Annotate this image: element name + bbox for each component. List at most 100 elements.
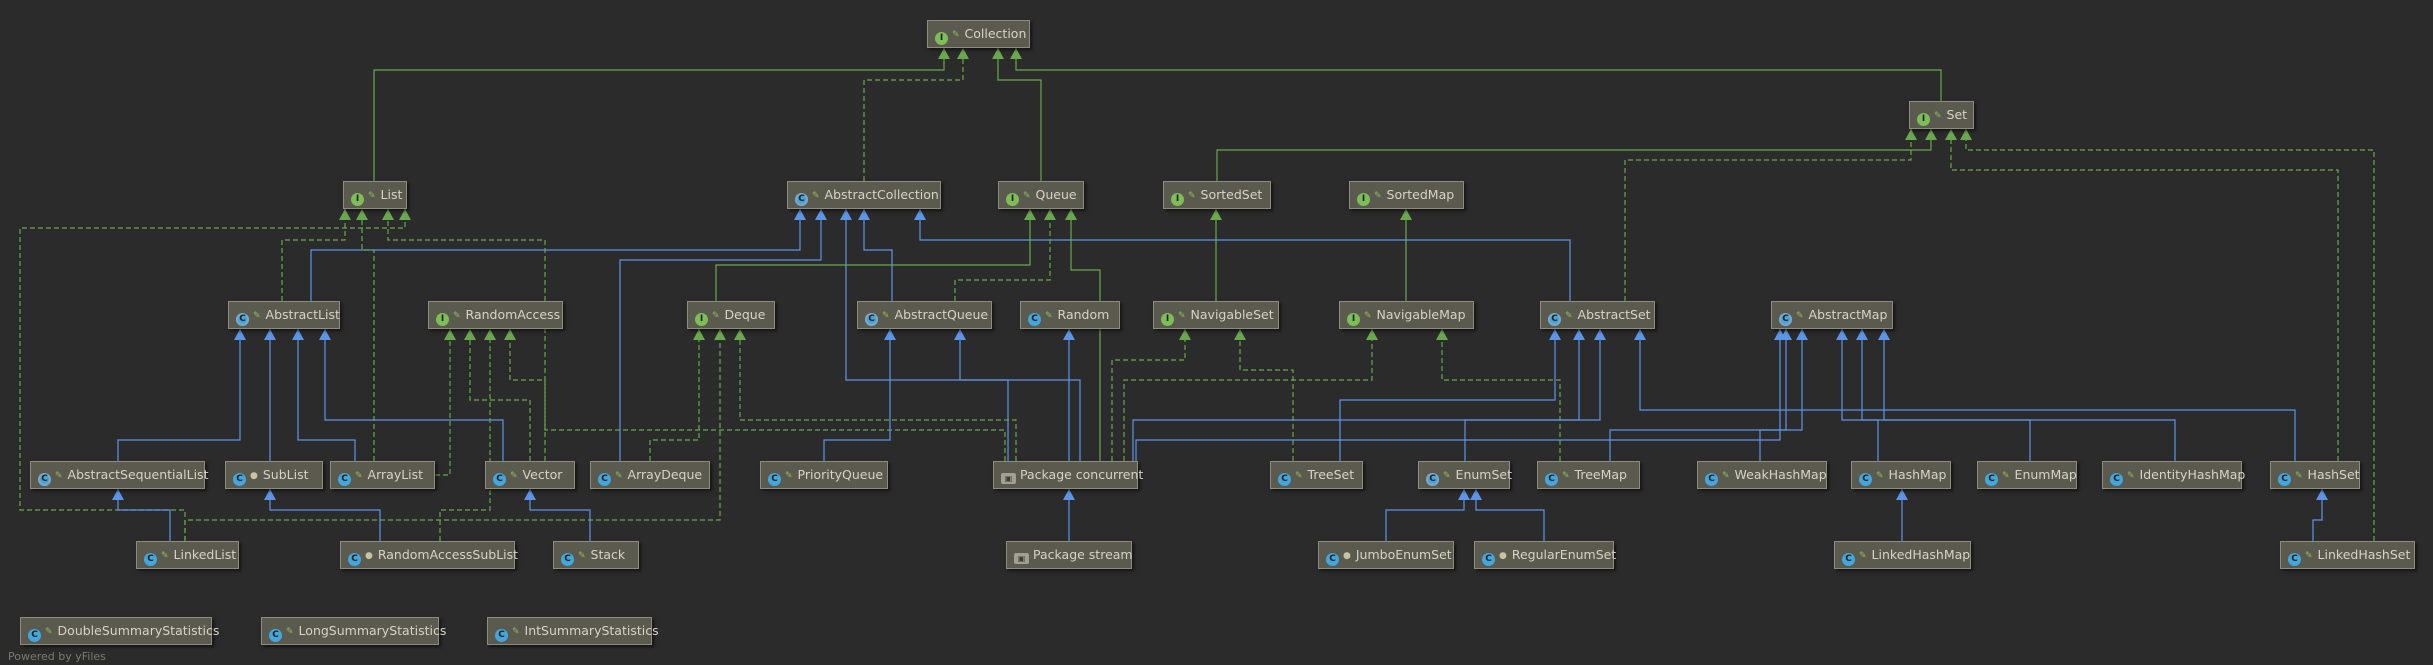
class-icon: C: [28, 629, 41, 642]
node-abstractqueue[interactable]: C✎AbstractQueue: [857, 301, 992, 329]
node-jumboenumset[interactable]: C●JumboEnumSet: [1318, 541, 1454, 569]
node-label: IdentityHashMap: [2139, 467, 2246, 482]
node-pkgstream[interactable]: ▣Package stream: [1006, 541, 1133, 569]
node-label: LinkedHashMap: [1871, 547, 1971, 562]
node-list[interactable]: I✎List: [343, 181, 407, 209]
node-sortedset[interactable]: I✎SortedSet: [1163, 181, 1271, 209]
arrowhead: [992, 48, 1004, 59]
edge-arraylist-to-abstractlist: [292, 329, 356, 461]
node-label: SubList: [262, 467, 309, 482]
node-label: AbstractList: [265, 307, 340, 322]
node-intsummarystatistics[interactable]: C✎IntSummaryStatistics: [487, 617, 659, 645]
class-icon: C: [598, 473, 611, 486]
class-icon: C: [1859, 473, 1872, 486]
node-label: ArrayDeque: [627, 467, 703, 482]
node-abstractsequentiallist[interactable]: C✎AbstractSequentialList: [30, 461, 208, 489]
abstract-icon: C: [795, 193, 808, 206]
edge-linkedhashmap-to-hashmap: [1896, 489, 1908, 541]
node-doublesummarystatistics[interactable]: C✎DoubleSummaryStatistics: [20, 617, 219, 645]
node-label: Deque: [724, 307, 766, 322]
class-icon: C: [768, 473, 781, 486]
node-linkedhashmap[interactable]: C✎LinkedHashMap: [1834, 541, 1971, 569]
edge-randomaccesssublist-to-sublist: [264, 489, 381, 541]
node-label: EnumMap: [2014, 467, 2077, 482]
edge-weakhashmap-to-abstractmap: [1759, 329, 1808, 461]
edge-pkgconcurrent-to-deque: [734, 329, 1017, 461]
node-label: RandomAccess: [465, 307, 561, 322]
interface-icon: I: [1006, 193, 1019, 206]
node-regularenumset[interactable]: C●RegularEnumSet: [1474, 541, 1616, 569]
node-label: Vector: [522, 467, 563, 482]
arrowhead: [234, 329, 246, 340]
edge-arraydeque-to-abstractcollection: [619, 209, 827, 461]
interface-icon: I: [1347, 313, 1360, 326]
node-longsummarystatistics[interactable]: C✎LongSummaryStatistics: [261, 617, 446, 645]
node-sortedmap[interactable]: I✎SortedMap: [1349, 181, 1464, 209]
node-random[interactable]: C✎Random: [1020, 301, 1120, 329]
node-pkgconcurrent[interactable]: ▣Package concurrent: [993, 461, 1143, 489]
node-enummap[interactable]: C✎EnumMap: [1977, 461, 2077, 489]
node-linkedhashset[interactable]: C✎LinkedHashSet: [2280, 541, 2415, 569]
package-private-icon: ●: [365, 551, 373, 561]
node-label: Package stream: [1033, 547, 1133, 562]
edge-sortedset-to-set: [1216, 129, 1937, 181]
node-randomaccess[interactable]: I✎RandomAccess: [428, 301, 563, 329]
node-abstractset[interactable]: C✎AbstractSet: [1540, 301, 1655, 329]
node-abstractcollection[interactable]: C✎AbstractCollection: [787, 181, 941, 209]
node-priorityqueue[interactable]: C✎PriorityQueue: [760, 461, 888, 489]
node-enumset[interactable]: C✎EnumSet: [1418, 461, 1512, 489]
node-abstractlist[interactable]: C✎AbstractList: [228, 301, 340, 329]
node-hashmap[interactable]: C✎HashMap: [1851, 461, 1951, 489]
class-icon: C: [233, 473, 246, 486]
abstract-icon: C: [38, 473, 51, 486]
edge-vector-to-abstractlist: [319, 329, 504, 461]
arrowhead: [1960, 129, 1972, 140]
node-arraylist[interactable]: C✎ArrayList: [330, 461, 435, 489]
edge-abstractlist-to-list: [281, 209, 351, 301]
class-icon: C: [1985, 473, 1998, 486]
public-icon: ✎: [785, 471, 793, 481]
node-treeset[interactable]: C✎TreeSet: [1270, 461, 1363, 489]
node-navigablemap[interactable]: I✎NavigableMap: [1339, 301, 1474, 329]
node-treemap[interactable]: C✎TreeMap: [1537, 461, 1640, 489]
edge-enumset-to-abstractset: [1464, 329, 1585, 461]
node-label: RandomAccessSubList: [377, 547, 519, 562]
arrowhead: [339, 209, 351, 220]
arrowhead: [1878, 329, 1890, 340]
class-icon: C: [1482, 553, 1495, 566]
arrowhead: [1063, 329, 1075, 340]
public-icon: ✎: [1934, 111, 1942, 121]
node-set[interactable]: I✎Set: [1909, 101, 1974, 129]
public-icon: ✎: [512, 627, 520, 637]
abstract-icon: C: [236, 313, 249, 326]
node-linkedlist[interactable]: C✎LinkedList: [136, 541, 239, 569]
node-collection[interactable]: I✎Collection: [927, 20, 1030, 48]
node-queue[interactable]: I✎Queue: [998, 181, 1084, 209]
node-arraydeque[interactable]: C✎ArrayDeque: [590, 461, 710, 489]
arrowhead: [1925, 129, 1937, 140]
node-stack[interactable]: C✎Stack: [553, 541, 639, 569]
edge-pkgconcurrent-to-navigableset: [1111, 329, 1191, 461]
edge-pkgconcurrent-to-navigablemap: [1123, 329, 1378, 461]
node-hashset[interactable]: C✎HashSet: [2270, 461, 2360, 489]
public-icon: ✎: [1295, 471, 1303, 481]
arrowhead: [1896, 489, 1908, 500]
node-deque[interactable]: I✎Deque: [687, 301, 775, 329]
edge-abstractset-to-abstractcollection: [914, 209, 1571, 301]
node-identityhashmap[interactable]: C✎IdentityHashMap: [2102, 461, 2245, 489]
node-abstractmap[interactable]: C✎AbstractMap: [1771, 301, 1893, 329]
edge-linkedlist-to-deque: [184, 329, 726, 541]
public-icon: ✎: [55, 471, 63, 481]
node-sublist[interactable]: C●SubList: [225, 461, 323, 489]
node-label: LinkedHashSet: [2317, 547, 2411, 562]
node-weakhashmap[interactable]: C✎WeakHashMap: [1697, 461, 1827, 489]
arrowhead: [1044, 209, 1056, 220]
arrowhead: [292, 329, 304, 340]
node-label: HashMap: [1888, 467, 1947, 482]
node-navigableset[interactable]: I✎NavigableSet: [1153, 301, 1279, 329]
node-randomaccesssublist[interactable]: C●RandomAccessSubList: [340, 541, 519, 569]
arrowhead: [815, 209, 827, 220]
node-vector[interactable]: C✎Vector: [485, 461, 575, 489]
node-label: IntSummaryStatistics: [524, 623, 659, 638]
edge-vector-to-list: [382, 209, 546, 461]
